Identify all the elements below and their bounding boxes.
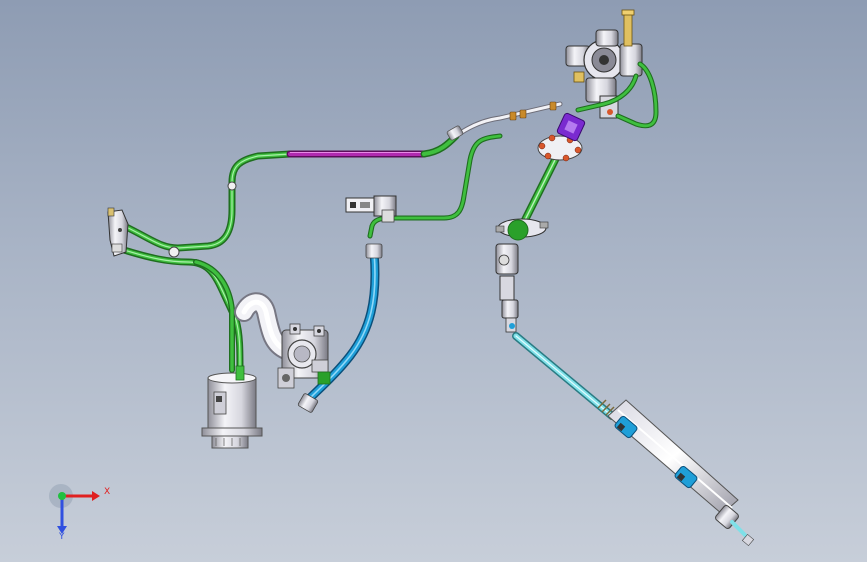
triad-y-label: Y <box>59 532 65 542</box>
steering-flange[interactable] <box>537 134 583 162</box>
pump-assembly[interactable] <box>565 9 643 119</box>
sensor-green-line[interactable] <box>367 133 503 239</box>
purple-universal-joint[interactable] <box>556 112 586 142</box>
pump-return-lines[interactable] <box>575 61 659 129</box>
intermediate-shaft-joint[interactable] <box>495 243 519 333</box>
lower-green-hose[interactable] <box>120 246 244 376</box>
fuel-canister[interactable] <box>201 365 263 449</box>
telescopic-tube[interactable] <box>607 399 739 515</box>
left-mounting-bracket[interactable] <box>107 207 129 257</box>
coordinate-triad: X Y <box>44 482 114 546</box>
triad-x-label: X <box>104 487 111 497</box>
hose-clamp[interactable] <box>227 181 237 191</box>
sensor-module[interactable] <box>345 195 397 223</box>
tube-end[interactable] <box>714 504 755 547</box>
hose-clamp[interactable] <box>168 246 180 258</box>
lower-cyan-shaft[interactable] <box>512 332 616 420</box>
intake-tube[interactable] <box>234 292 314 366</box>
hose-fitting[interactable] <box>446 125 464 141</box>
upper-steering-shaft[interactable] <box>520 146 564 226</box>
blue-coolant-hose[interactable] <box>303 247 380 405</box>
magenta-hose-segment[interactable] <box>286 150 428 158</box>
throttle-body[interactable] <box>277 323 329 389</box>
xyz-axis-triad-icon <box>49 484 100 534</box>
upper-green-hose[interactable] <box>116 150 294 252</box>
column-ball-joint[interactable] <box>495 218 549 241</box>
blue-hose-end-fittings[interactable] <box>297 243 383 413</box>
tube-clamps[interactable] <box>614 415 698 489</box>
line-clips[interactable] <box>509 101 557 121</box>
